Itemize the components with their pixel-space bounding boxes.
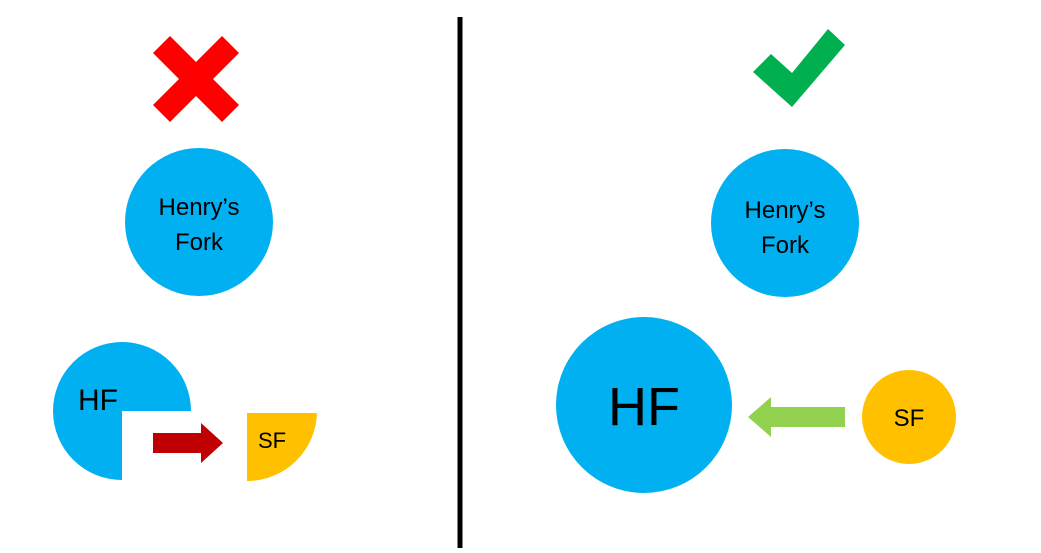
left-hf-node [53,342,191,480]
right-henrys-fork-label-line2: Fork [761,232,810,259]
left-sf-node [247,413,317,481]
right-hf-label: HF [608,377,680,437]
left-henrys-fork-node [125,148,273,296]
red-x-icon-shape [153,36,239,122]
right-sf-label: SF [894,405,925,432]
left-henrys-fork-label-line2: Fork [175,229,224,256]
red-x-icon [153,36,239,122]
left-arrow-hf-to-sf [153,423,223,463]
green-check-icon-shape [753,29,845,107]
right-sf-node [862,370,956,464]
left-panel: Henry’s Fork HF SF [53,36,317,481]
right-henrys-fork-label-line1: Henry’s [745,197,826,224]
right-henrys-fork-node [711,149,859,297]
left-hf-label: HF [78,384,118,417]
right-hf-node [556,317,732,493]
left-henrys-fork-label-line1: Henry’s [159,194,240,221]
right-panel: Henry’s Fork HF SF [556,29,956,493]
left-sf-label: SF [258,428,286,453]
green-check-icon [753,29,845,107]
right-arrow-sf-to-hf [748,397,845,437]
